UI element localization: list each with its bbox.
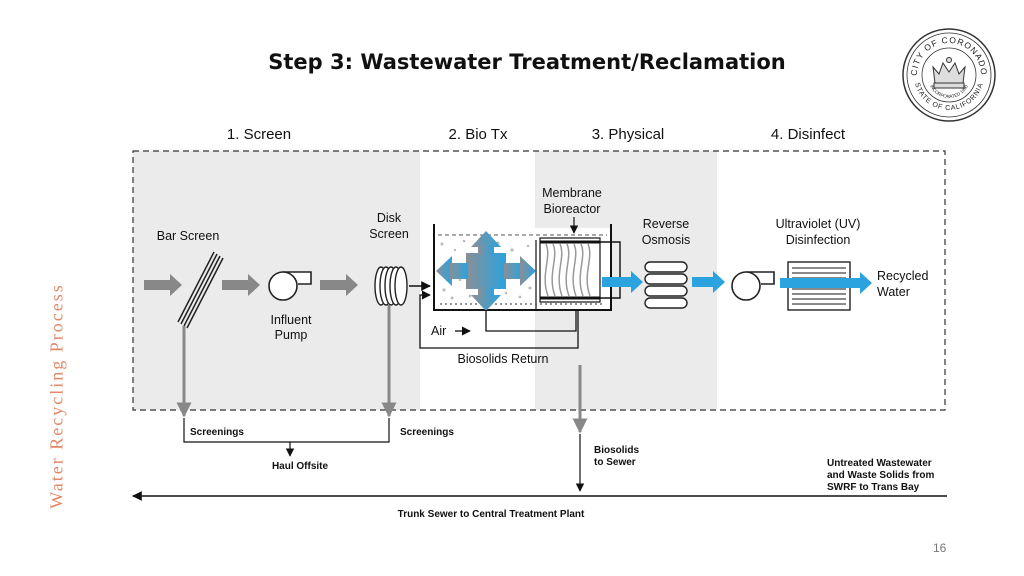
membrane-bioreactor-label-1: Membrane <box>542 186 602 200</box>
recycled-water-label-2: Water <box>877 285 910 299</box>
air-label: Air <box>431 324 446 338</box>
stage-label-screen: 1. Screen <box>227 126 291 143</box>
uv-pump-icon <box>731 271 775 301</box>
bar-screen-label: Bar Screen <box>157 229 220 243</box>
bar-screen-icon <box>177 251 224 329</box>
flow-arrow-to-disk <box>320 274 358 296</box>
uv-disinfection-label-2: Disinfection <box>786 233 851 247</box>
city-seal-logo: CITY OF CORONADO STATE OF CALIFORNIA INC… <box>902 28 996 122</box>
stage-label-physical: 3. Physical <box>592 126 665 143</box>
biosolids-to-sewer-label-2: to Sewer <box>594 457 636 468</box>
uv-disinfection-label-1: Ultraviolet (UV) <box>776 217 861 231</box>
membrane-module-icon <box>539 237 621 303</box>
flow-arrow-to-pump <box>222 274 260 296</box>
reverse-osmosis-label-2: Osmosis <box>642 233 691 247</box>
influent-pump-label-1: Influent <box>270 313 312 327</box>
biosolids-to-sewer-label-1: Biosolids <box>594 445 639 456</box>
membrane-bioreactor-label-2: Bioreactor <box>544 202 601 216</box>
recycled-water-arrow <box>780 272 872 294</box>
influent-pump-label-2: Pump <box>275 328 308 342</box>
disk-screen-icon <box>374 266 408 306</box>
screenings-right-label: Screenings <box>400 427 454 438</box>
stage-label-disinfect: 4. Disinfect <box>771 126 846 143</box>
recycled-water-label-1: Recycled <box>877 269 928 283</box>
haul-offsite-label: Haul Offsite <box>272 461 329 472</box>
reverse-osmosis-icon <box>644 261 688 309</box>
stage-label-bio: 2. Bio Tx <box>449 126 508 143</box>
mixing-arrows-icon <box>436 231 536 311</box>
biosolids-return-label: Biosolids Return <box>457 352 548 366</box>
screenings-left-label: Screenings <box>190 427 244 438</box>
process-boundary <box>132 150 946 411</box>
reverse-osmosis-label-1: Reverse <box>643 217 690 231</box>
untreated-label-1: Untreated Wastewater <box>827 458 932 469</box>
biosolids-return-line <box>419 290 579 349</box>
trunk-sewer-label: Trunk Sewer to Central Treatment Plant <box>398 509 585 520</box>
untreated-label-2: and Waste Solids from <box>827 470 935 481</box>
crown-icon <box>932 57 966 89</box>
air-supply-line <box>485 310 577 332</box>
influent-pump-icon <box>268 271 312 301</box>
flow-arrow-to-uv-pump <box>692 271 725 293</box>
page-number: 16 <box>933 541 947 555</box>
screenings-collector <box>183 418 390 443</box>
flow-arrow-to-ro <box>602 271 643 293</box>
disk-screen-label-2: Screen <box>369 227 409 241</box>
disk-screen-label-1: Disk <box>377 211 402 225</box>
untreated-label-3: SWRF to Trans Bay <box>827 482 920 493</box>
page-title: Step 3: Wastewater Treatment/Reclamation <box>268 50 786 74</box>
inflow-arrow <box>144 274 182 296</box>
